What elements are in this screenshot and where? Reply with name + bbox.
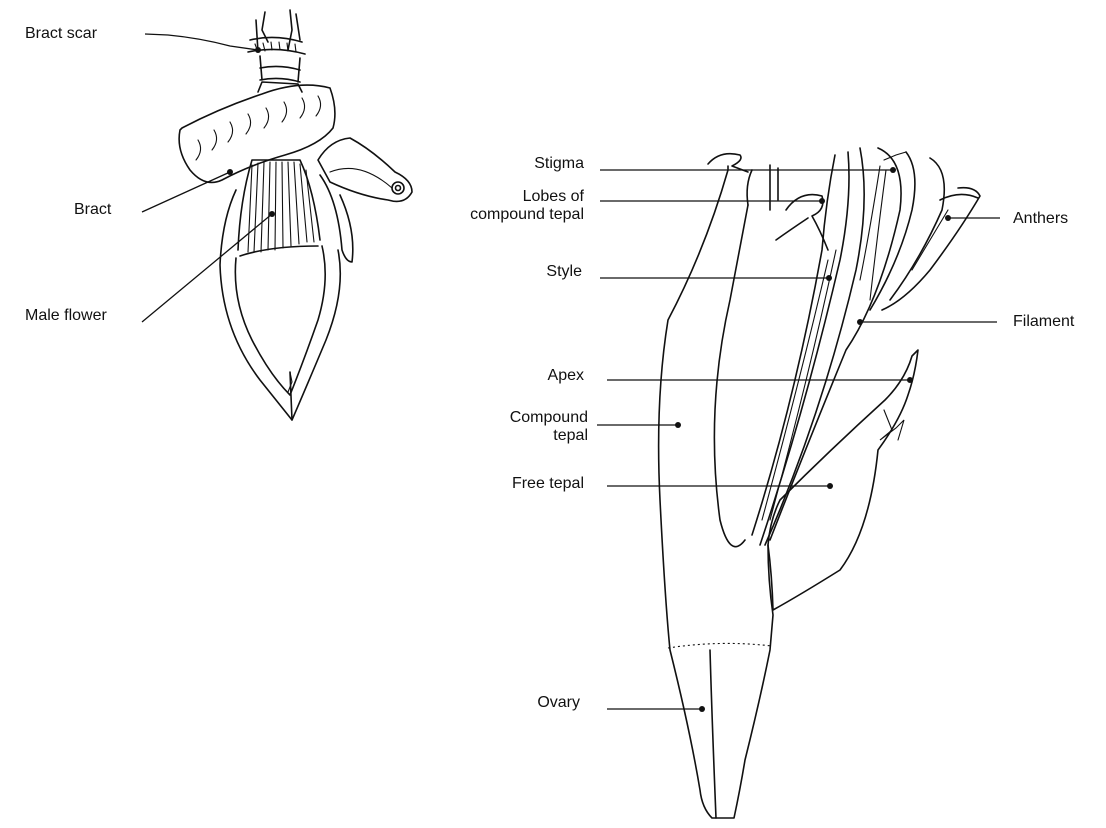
label-anthers: Anthers <box>1013 210 1068 228</box>
label-filament: Filament <box>1013 313 1074 331</box>
left-leader-lines <box>142 34 275 322</box>
label-compound-line1: Compound <box>460 409 588 427</box>
label-apex: Apex <box>480 367 584 385</box>
flower-drawing <box>597 148 1000 818</box>
bract-shape <box>179 85 335 182</box>
label-male-flower: Male flower <box>25 307 107 325</box>
free-tepal-shape <box>768 350 918 610</box>
label-lobes-line2: compound tepal <box>420 206 584 224</box>
label-ovary: Ovary <box>480 694 580 712</box>
right-leader-lines <box>597 167 1000 712</box>
curled-bract <box>318 138 412 201</box>
label-compound-line2: tepal <box>460 427 588 445</box>
label-lobes-line1: Lobes of <box>430 188 584 206</box>
male-flower-cluster <box>238 160 353 262</box>
label-stigma: Stigma <box>480 155 584 173</box>
inflorescence-bud <box>220 190 340 420</box>
label-bract: Bract <box>74 201 111 219</box>
inflorescence-drawing <box>142 10 412 420</box>
label-bract-scar: Bract scar <box>25 25 97 43</box>
label-style: Style <box>480 263 582 281</box>
label-free-tepal: Free tepal <box>460 475 584 493</box>
